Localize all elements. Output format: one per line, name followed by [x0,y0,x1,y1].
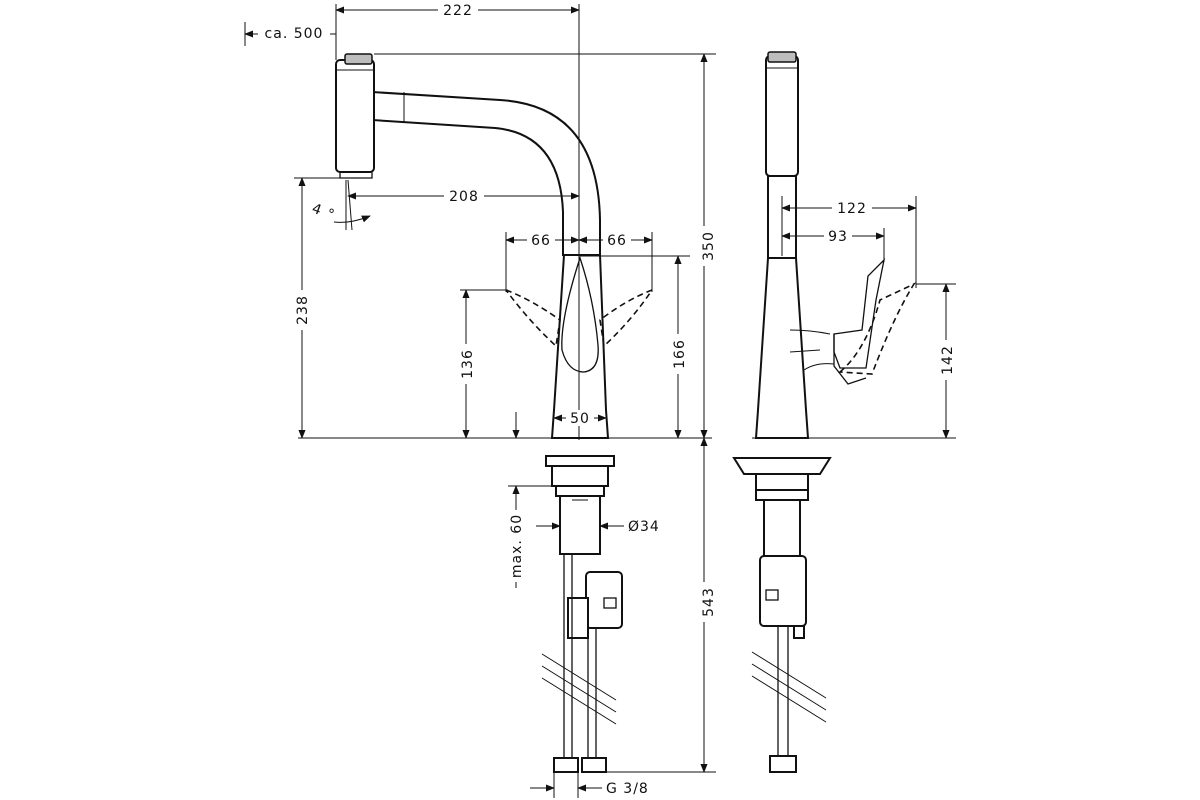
dim-max60-label: max. 60 [509,514,525,578]
hose-fitting-left [553,757,579,773]
dim-angle-ext-b [347,179,353,231]
dim-208-label-bg [444,188,484,204]
dim-50-label: 50 [570,411,590,427]
break-line-3 [541,677,617,725]
side-dimensions: 122 93 142 [781,196,956,439]
dim-222-label: 222 [443,3,473,19]
side-faucet-body [754,257,810,439]
dim-angle-arc [333,215,371,223]
hose-connector [567,597,589,639]
lever-swing-right [599,289,653,348]
dim-50-label-bg [566,410,594,426]
dim-122-label-bg [832,200,872,216]
side-break-line-2 [751,663,827,711]
threaded-ring [555,485,605,497]
dim-238-label-bg [294,290,310,330]
side-mounting-plate [732,457,832,475]
front-dimensions: 222 ca. 500 208 4 ° 350 238 66 66 [244,2,717,798]
dim-66-right-label-bg [603,232,631,248]
dim-350-label: 350 [701,231,717,261]
dim-93-label-bg [824,228,852,244]
break-line-1 [541,653,617,701]
shank [559,495,601,555]
pull-out-head-cap [344,53,373,65]
hose-fitting-right [581,757,607,773]
dim-142-label: 142 [940,345,956,375]
dim-g38-label: G 3/8 [606,781,649,797]
break-line-2 [541,665,617,713]
dim-66-left-label-bg [527,232,555,248]
side-valve-box [759,555,807,627]
side-flange [755,473,809,491]
side-view [732,51,956,773]
side-shank [763,499,801,557]
dim-136-label: 136 [460,349,476,379]
dim-66-right-label: 66 [607,233,627,249]
mounting-plate [545,455,615,467]
dim-136-label-bg [458,344,474,384]
valve-box-window [603,597,617,609]
dim-500-label-bg [258,25,330,41]
dim-93-label: 93 [828,229,848,245]
lever-handle [561,255,599,373]
side-break-line-3 [751,675,827,723]
side-lever [833,258,886,369]
side-hose-fitting [769,755,797,773]
dim-350-label-bg [696,226,712,266]
dim-142-label-bg [938,340,954,380]
dim-d34-label: Ø34 [628,519,660,535]
pull-out-head [335,59,375,173]
side-body-detail-3 [803,363,835,371]
dim-max60-label-bg [508,510,524,582]
side-lever-swing [837,282,917,375]
side-body-detail-2 [789,349,821,353]
dim-238-label: 238 [295,295,311,325]
dim-66-left-label: 66 [531,233,551,249]
mounting-flange [551,465,609,487]
front-view [298,53,712,773]
dim-angle-label: 4 ° [310,201,337,224]
faucet-body [550,254,610,439]
side-valve-window [765,589,779,601]
spout-body [371,90,601,256]
side-body-detail [789,329,831,335]
side-head-cap [767,51,797,63]
side-threaded-ring [755,489,809,501]
side-break-line-1 [751,651,827,699]
dim-166-label: 166 [672,339,688,369]
dim-500-label: ca. 500 [265,26,324,42]
side-valve-clip [793,625,805,639]
dim-122-label: 122 [837,201,867,217]
dim-208-label: 208 [449,189,479,205]
spray-outlet [339,171,373,179]
side-pull-out-head [765,55,799,177]
dim-543-label-bg [696,582,712,622]
lever-swing-left [505,289,561,348]
dim-166-label-bg [670,334,686,374]
dim-222-label-bg [438,2,478,18]
side-lever-base [833,334,867,385]
dim-543-label: 543 [701,587,717,617]
